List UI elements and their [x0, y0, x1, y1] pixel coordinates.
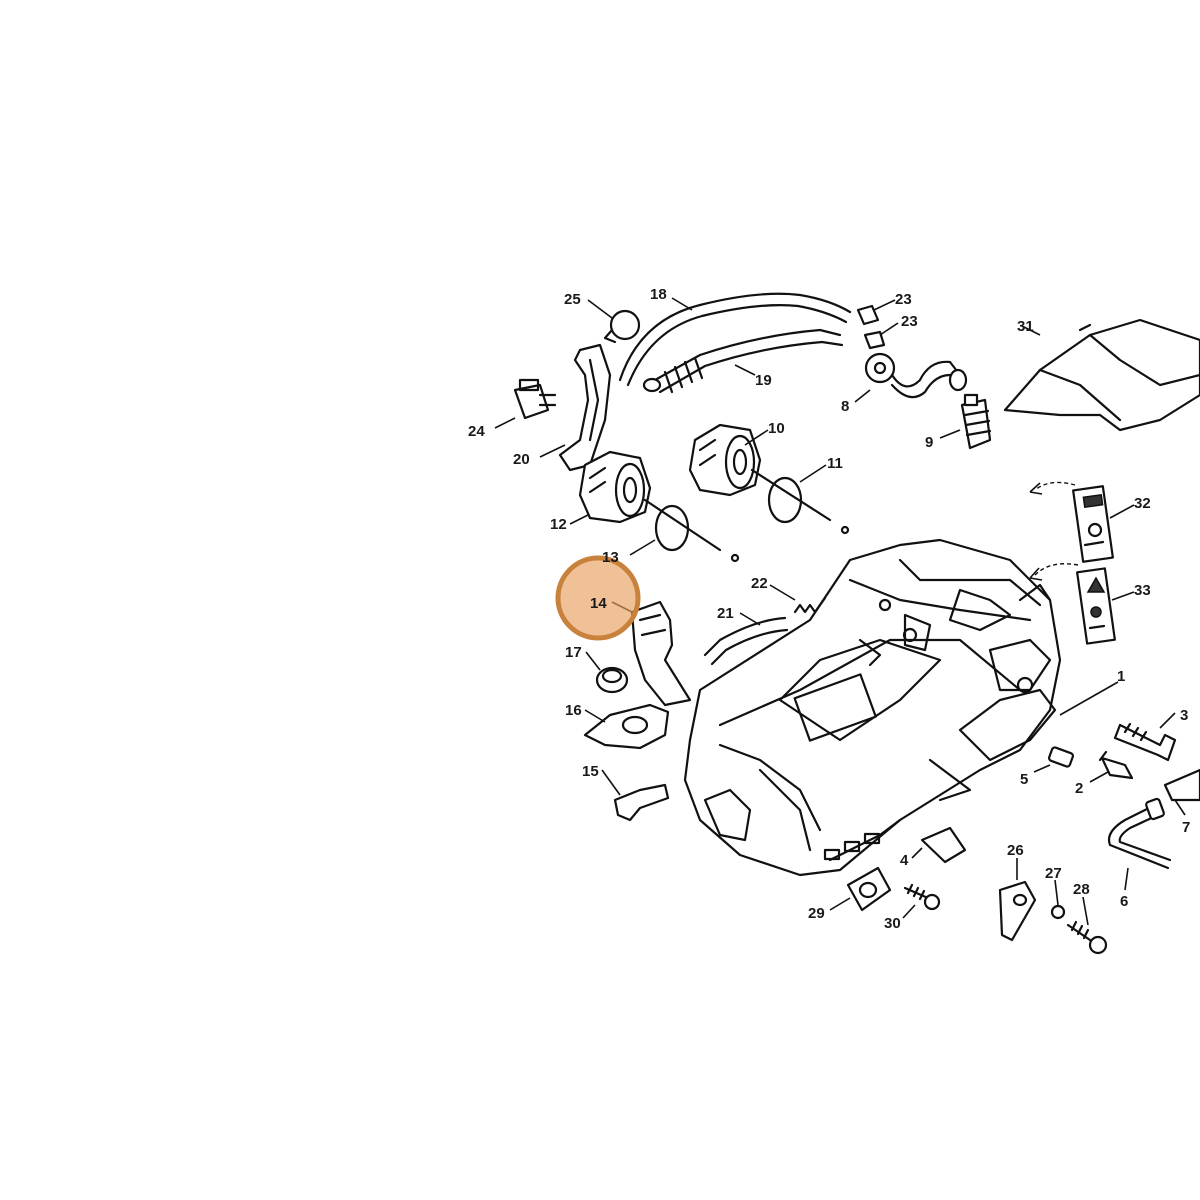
- callout-5[interactable]: 5: [1020, 771, 1028, 788]
- callout-29[interactable]: 29: [808, 905, 825, 922]
- callout-17[interactable]: 17: [565, 644, 582, 661]
- callout-1[interactable]: 1: [1117, 668, 1125, 685]
- callout-18[interactable]: 18: [650, 286, 667, 303]
- sticker-arrowhead-32: [1029, 482, 1043, 495]
- washer-part-4[interactable]: [920, 826, 967, 864]
- callout-22[interactable]: 22: [751, 575, 768, 592]
- callout-labels: 1 2 3 4 5 6 7 8 9 10 11 12 13 14 15 16 1…: [468, 286, 1190, 932]
- bracket-part-14[interactable]: [630, 600, 692, 707]
- callout-16[interactable]: 16: [565, 702, 582, 719]
- callout-9[interactable]: 9: [925, 434, 933, 451]
- sticker-arrow-33: [1034, 563, 1079, 576]
- callout-20[interactable]: 20: [513, 451, 530, 468]
- callout-24[interactable]: 24: [468, 423, 485, 440]
- nipple-parts-23[interactable]: [856, 304, 886, 350]
- callout-12[interactable]: 12: [550, 516, 567, 533]
- chain-catcher-part-6[interactable]: [1107, 797, 1172, 870]
- bracket-part-20[interactable]: [558, 343, 612, 472]
- callout-8[interactable]: 8: [841, 398, 849, 415]
- cover-part-16[interactable]: [583, 703, 670, 750]
- callout-7[interactable]: 7: [1182, 819, 1190, 836]
- callout-23a[interactable]: 23: [895, 291, 912, 308]
- callout-27[interactable]: 27: [1045, 865, 1062, 882]
- primer-bulb-part-25[interactable]: [603, 309, 641, 344]
- grommet-part-17[interactable]: [595, 666, 629, 694]
- oil-pump-part-10[interactable]: [688, 423, 850, 535]
- bearing-part-29[interactable]: [846, 866, 892, 912]
- callout-21[interactable]: 21: [717, 605, 734, 622]
- callout-3[interactable]: 3: [1180, 707, 1188, 724]
- fuel-hose-part-18[interactable]: [618, 292, 852, 387]
- bolt-part-2[interactable]: [1098, 750, 1134, 780]
- valve-part-24[interactable]: [513, 378, 557, 420]
- callout-31[interactable]: 31: [1017, 318, 1034, 335]
- callout-30[interactable]: 30: [884, 915, 901, 932]
- bolt-part-3[interactable]: [1113, 722, 1177, 762]
- callout-13[interactable]: 13: [602, 549, 619, 566]
- leader-lines: [494, 297, 1186, 926]
- spring-part-22[interactable]: [793, 596, 827, 614]
- screw-part-30[interactable]: [903, 883, 941, 911]
- label-sticker-part-33[interactable]: [1076, 567, 1116, 645]
- fuel-line-part-8[interactable]: [864, 352, 968, 399]
- stud-part-5[interactable]: [1048, 746, 1074, 768]
- callout-10[interactable]: 10: [768, 420, 785, 437]
- callout-19[interactable]: 19: [755, 372, 772, 389]
- callout-11[interactable]: 11: [827, 455, 843, 472]
- callout-23b[interactable]: 23: [901, 313, 918, 330]
- cover-part-31[interactable]: [1003, 318, 1200, 432]
- callout-33[interactable]: 33: [1134, 582, 1151, 599]
- sticker-arrowhead-33: [1029, 567, 1043, 581]
- fuel-hose-part-19[interactable]: [642, 328, 844, 394]
- o-ring-part-11[interactable]: [767, 476, 803, 524]
- sticker-arrow-32: [1034, 481, 1076, 491]
- o-ring-part-13[interactable]: [654, 504, 690, 552]
- callout-6[interactable]: 6: [1120, 893, 1128, 910]
- callout-32[interactable]: 32: [1134, 495, 1151, 512]
- screw-part-28[interactable]: [1066, 920, 1108, 955]
- callout-25[interactable]: 25: [564, 291, 581, 308]
- bracket-part-26[interactable]: [998, 880, 1037, 942]
- callout-28[interactable]: 28: [1073, 881, 1090, 898]
- washer-part-27[interactable]: [1050, 904, 1066, 920]
- hose-part-21[interactable]: [703, 616, 789, 666]
- callout-2[interactable]: 2: [1075, 780, 1083, 797]
- callout-14[interactable]: 14: [590, 595, 607, 612]
- highlight-circle[interactable]: [555, 555, 641, 641]
- callout-26[interactable]: 26: [1007, 842, 1024, 859]
- callout-15[interactable]: 15: [582, 763, 599, 780]
- bracket-part-15[interactable]: [613, 783, 670, 822]
- oil-pump-part-12[interactable]: [578, 450, 740, 563]
- label-sticker-part-32[interactable]: [1072, 485, 1114, 563]
- callout-4[interactable]: 4: [900, 852, 909, 869]
- fuel-filter-part-9[interactable]: [960, 393, 992, 450]
- bolt-part-7[interactable]: [1163, 768, 1200, 802]
- housing-part-1[interactable]: [683, 538, 1062, 877]
